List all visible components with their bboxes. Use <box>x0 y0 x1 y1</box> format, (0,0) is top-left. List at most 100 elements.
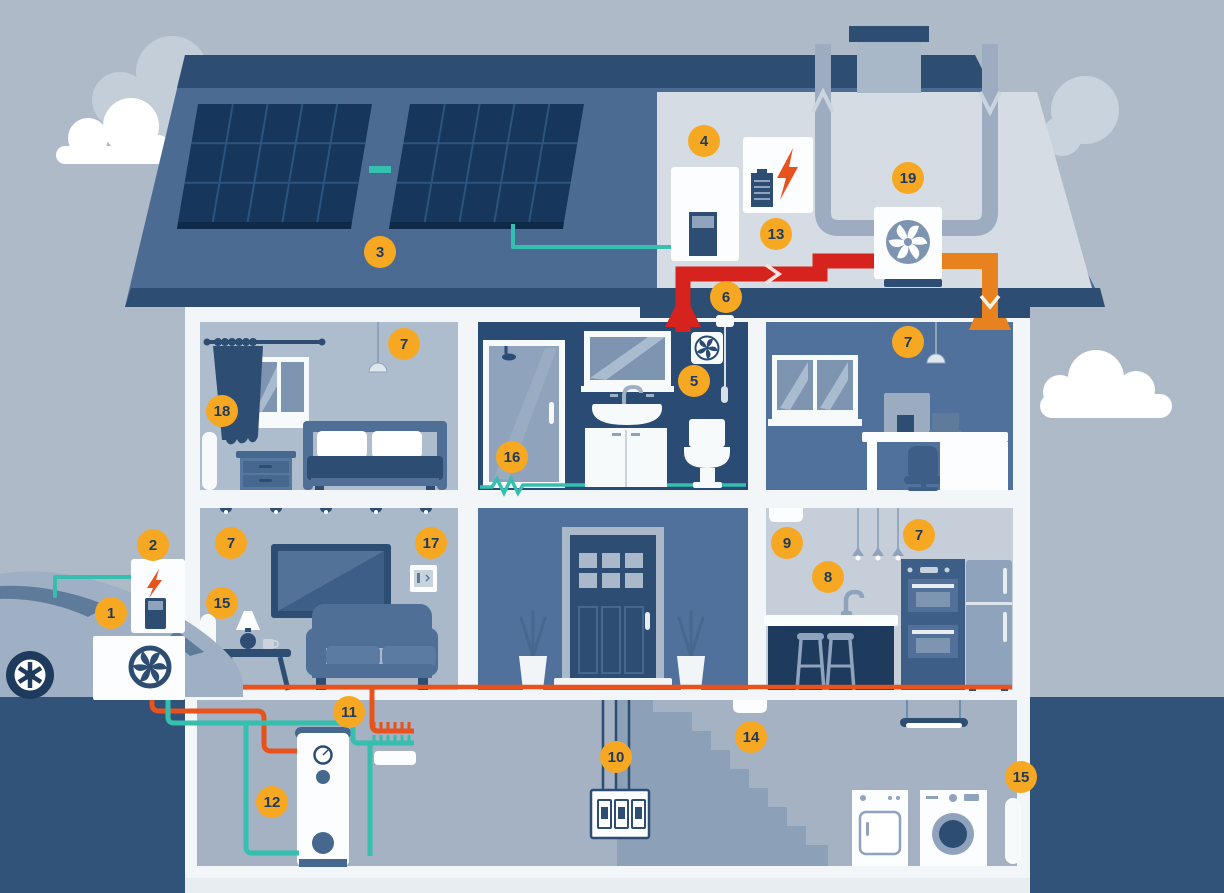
marker-number: 18 <box>213 402 231 420</box>
marker-number: 2 <box>148 536 158 554</box>
smart-thermostat <box>410 565 437 592</box>
marker-15-living-room-radiator[interactable]: 15 <box>206 587 238 619</box>
attic-floor-band <box>640 288 1030 318</box>
supply-air-duct <box>935 253 1011 330</box>
wheel-icon <box>6 651 54 699</box>
laptop-icon <box>932 413 959 430</box>
marker-7-office-lighting[interactable]: 7 <box>892 326 924 358</box>
fan-icon <box>132 651 168 683</box>
washing-machine <box>920 790 987 866</box>
marker-16-shower-heat-recovery[interactable]: 16 <box>496 441 528 473</box>
fridge <box>966 560 1012 691</box>
monitor-icon <box>897 415 914 432</box>
marker-number: 3 <box>375 243 385 261</box>
down-flare-icon <box>969 318 1011 330</box>
heat-pump-flow-pipe <box>149 700 297 754</box>
washer-dryer <box>852 790 987 866</box>
marker-number: 16 <box>503 448 521 466</box>
marker-number: 7 <box>914 526 924 544</box>
solar-cable <box>511 224 672 249</box>
solar-panel-connector <box>369 166 391 173</box>
exhaust-arrow-icon <box>811 87 835 113</box>
shower-waste-heat-pipe <box>480 475 746 497</box>
double-oven <box>901 559 965 690</box>
pipework <box>149 684 1012 856</box>
battery-storage <box>743 137 813 213</box>
chimney <box>849 26 929 93</box>
marker-12-hot-water-cylinder[interactable]: 12 <box>256 786 288 818</box>
marker-number: 15 <box>213 594 231 612</box>
kitchen-tap-icon <box>843 589 865 615</box>
pendant-lamp-icon <box>926 353 946 364</box>
marker-number: 19 <box>899 169 917 187</box>
marker-number: 5 <box>689 372 699 390</box>
marker-14-basement-ceiling-vent[interactable]: 14 <box>735 721 767 753</box>
heat-pump <box>93 636 185 700</box>
marker-9-ventilation-supply-vent[interactable]: 9 <box>771 527 803 559</box>
marker-7-kitchen-lighting[interactable]: 7 <box>903 519 935 551</box>
up-arrow-icon <box>665 291 701 327</box>
marker-number: 7 <box>399 335 409 353</box>
marker-5-extractor-fan[interactable]: 5 <box>678 365 710 397</box>
shower-head-icon <box>502 353 516 361</box>
desk-setup <box>862 393 1008 491</box>
marker-number: 7 <box>226 534 236 552</box>
office <box>768 322 1008 491</box>
basement-ceiling-light <box>900 700 968 728</box>
entrance-hall <box>519 527 705 690</box>
marker-number: 12 <box>263 793 281 811</box>
door-handle-icon <box>645 612 650 630</box>
solar-inverter <box>671 167 739 261</box>
marker-6-extract-air-duct[interactable]: 6 <box>710 281 742 313</box>
pendant-lamp-icon <box>368 362 388 373</box>
marker-number: 4 <box>699 132 709 150</box>
marker-4-solar-inverter[interactable]: 4 <box>688 125 720 157</box>
marker-7-living-room-lighting[interactable]: 7 <box>215 527 247 559</box>
office-chair <box>908 446 938 480</box>
marker-number: 10 <box>607 748 625 766</box>
front-door <box>562 527 664 688</box>
marker-number: 6 <box>721 288 731 306</box>
marker-15-basement-radiator[interactable]: 15 <box>1005 761 1037 793</box>
bedroom-radiator <box>202 432 217 490</box>
manifold-orange-ticks <box>372 722 411 729</box>
solar-panel-array-left <box>177 103 372 229</box>
marker-number: 8 <box>823 568 833 586</box>
marker-19-heat-recovery-ventilation-unit[interactable]: 19 <box>892 162 924 194</box>
bar-stools <box>795 633 856 691</box>
sink-and-vanity <box>585 384 667 487</box>
marker-7-bedroom-lighting[interactable]: 7 <box>388 328 420 360</box>
tumble-dryer <box>852 790 908 866</box>
pendant-lights <box>852 508 904 561</box>
window <box>768 355 862 426</box>
marker-11-heating-manifold[interactable]: 11 <box>333 696 365 728</box>
ceiling-downlights <box>220 508 432 514</box>
potted-plant-right <box>677 610 705 690</box>
living-room <box>200 508 438 691</box>
marker-2-ev-charger[interactable]: 2 <box>137 529 169 561</box>
marker-number: 13 <box>767 225 785 243</box>
mug-icon <box>263 639 274 649</box>
marker-13-battery-storage[interactable]: 13 <box>760 218 792 250</box>
hot-water-cylinder <box>295 727 351 867</box>
marker-number: 1 <box>106 604 116 622</box>
marker-10-consumer-unit[interactable]: 10 <box>600 741 632 773</box>
marker-number: 9 <box>782 534 792 552</box>
lightning-bolt-icon <box>777 148 798 200</box>
extract-air-duct <box>665 253 877 332</box>
marker-18-curtains[interactable]: 18 <box>206 395 238 427</box>
manifold-controller <box>374 751 416 765</box>
nightstand <box>236 451 296 490</box>
desk <box>862 432 1008 442</box>
marker-3-solar-panels[interactable]: 3 <box>364 236 396 268</box>
marker-number: 15 <box>1012 768 1030 786</box>
marker-8-kitchen-tap[interactable]: 8 <box>812 561 844 593</box>
marker-17-smart-thermostat[interactable]: 17 <box>415 527 447 559</box>
marker-number: 7 <box>903 333 913 351</box>
marker-number: 14 <box>742 728 760 746</box>
marker-number: 17 <box>422 534 440 552</box>
soil-right <box>1030 697 1224 893</box>
marker-1-heat-pump[interactable]: 1 <box>95 597 127 629</box>
